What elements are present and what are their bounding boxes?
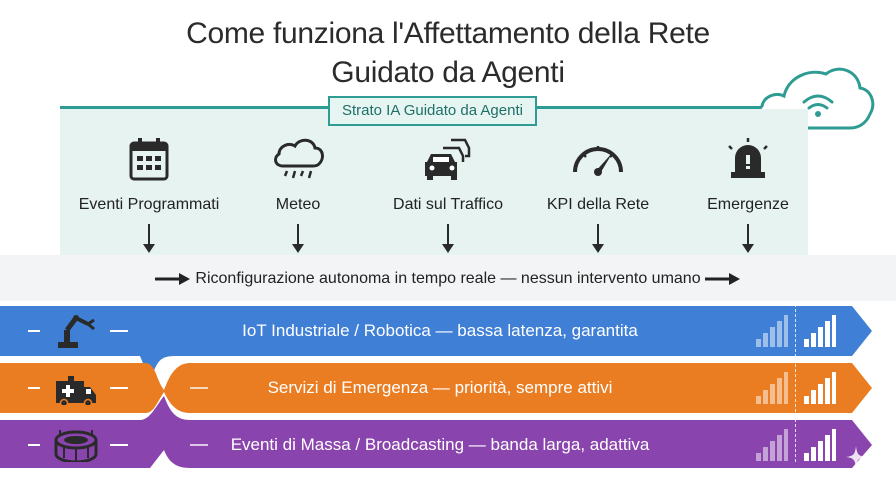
input-weather: Meteo [223, 136, 373, 214]
slice-emergency: Servizi di Emergenza — priorità, sempre … [0, 363, 896, 413]
slice-label: IoT Industriale / Robotica — bassa laten… [242, 321, 638, 340]
stadium-icon [54, 430, 98, 462]
speedometer-icon [573, 146, 623, 176]
arrow-right-icon [705, 272, 741, 285]
robot-arm-icon [58, 315, 95, 348]
slice-label: Eventi di Massa / Broadcasting — banda l… [230, 435, 650, 454]
arrow-down-icon [292, 224, 304, 253]
calendar-icon [129, 138, 169, 181]
slice-lanes [0, 306, 872, 468]
page-title: Come funziona l'Affettamento della Rete … [0, 14, 896, 92]
reconfig-row: Riconfigurazione autonoma in tempo reale… [0, 270, 896, 288]
input-sources: Eventi Programmati Meteo Dati sul Traffi… [60, 136, 808, 216]
arrow-down-icon [592, 224, 604, 253]
ai-layer-label: Strato IA Guidato da Agenti [328, 96, 537, 126]
rain-cloud-icon [274, 138, 324, 179]
arrow-down-icon [742, 224, 754, 253]
ambulance-icon [56, 376, 96, 405]
signal-bars-faded-icon [756, 372, 788, 404]
ai-layer-panel [60, 109, 808, 255]
arrow-right-icon [154, 272, 190, 285]
lane-separator [795, 304, 796, 462]
traffic-cars-icon [425, 138, 471, 180]
input-label: Dati sul Traffico [393, 196, 503, 213]
title-line-2: Guidato da Agenti [331, 56, 565, 89]
slice-label: Servizi di Emergenza — priorità, sempre … [267, 378, 613, 397]
slice-mass-events: Eventi di Massa / Broadcasting — banda l… [0, 420, 896, 470]
arrow-down-icon [143, 224, 155, 253]
reconfig-band [0, 255, 896, 301]
signal-bars-faded-icon [756, 315, 788, 347]
input-scheduled-events: Eventi Programmati [74, 136, 224, 214]
input-label: Eventi Programmati [78, 196, 220, 213]
input-traffic: Dati sul Traffico [373, 136, 523, 214]
sparkle-icon [846, 446, 866, 468]
signal-bars-icon [804, 429, 836, 461]
signal-bars-icon [804, 315, 836, 347]
input-emergencies: Emergenze [673, 136, 823, 214]
title-line-1: Come funziona l'Affettamento della Rete [186, 17, 710, 50]
signal-bars-icon [804, 372, 836, 404]
input-label: Emergenze [707, 196, 789, 213]
signal-bars-faded-icon [756, 429, 788, 461]
siren-icon [728, 138, 768, 178]
input-label: KPI della Rete [546, 196, 650, 213]
reconfig-text: Riconfigurazione autonoma in tempo reale… [195, 270, 701, 287]
input-label: Meteo [275, 196, 321, 213]
slice-iot: IoT Industriale / Robotica — bassa laten… [0, 306, 896, 356]
arrow-down-icon [442, 224, 454, 253]
input-network-kpi: KPI della Rete [523, 136, 673, 214]
